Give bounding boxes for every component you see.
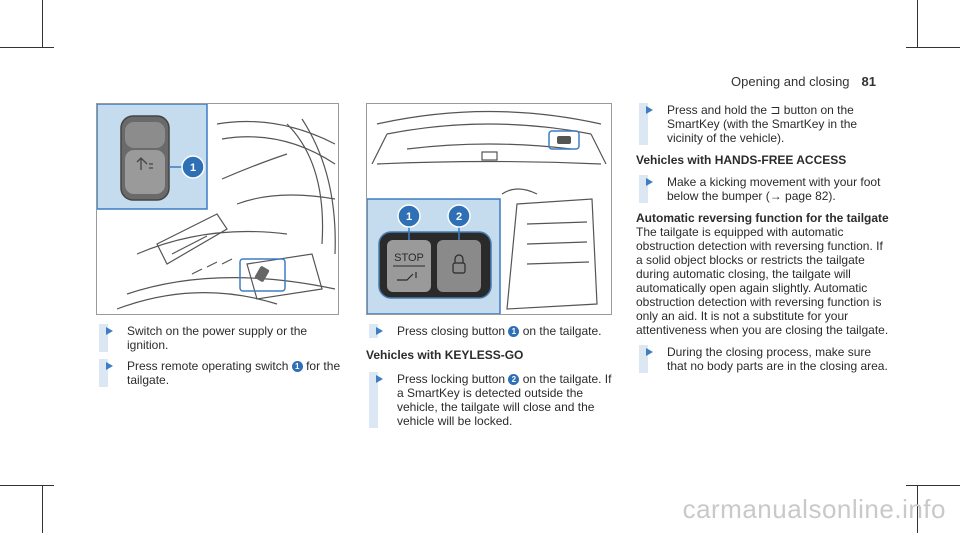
- arrow-icon: [106, 362, 113, 370]
- section-heading: Vehicles with HANDS-FREE ACCESS: [636, 153, 847, 167]
- crop-mark: [906, 485, 960, 486]
- section-title: Opening and closing: [731, 74, 850, 89]
- crop-mark: [42, 485, 43, 533]
- callout-2-label: 2: [456, 211, 462, 223]
- figure-tailgate-buttons: STOP 1 2: [366, 103, 612, 315]
- stop-label: STOP: [394, 252, 424, 264]
- step-text: on the tailgate. If a SmartKey is detect…: [397, 372, 612, 428]
- crop-mark: [917, 485, 918, 533]
- column-3: Press and hold the ⊐ button on the Smart…: [636, 103, 892, 373]
- step-text: Press remote operating switch: [127, 359, 289, 373]
- page-number: 81: [861, 74, 876, 89]
- callout-1-label: 1: [406, 211, 412, 223]
- step-text: Switch on the power supply or the igniti…: [127, 324, 308, 352]
- column-2: Press closing button 1 on the tailgate. …: [366, 324, 621, 428]
- step-text: Make a kicking movement with your foot b…: [667, 175, 881, 203]
- figure-door-switch: 1: [96, 103, 339, 315]
- callout-1-badge: 1: [291, 361, 303, 372]
- step-text: Press and hold the ⊐ button on the Smart…: [667, 103, 858, 145]
- column-1: Switch on the power supply or the igniti…: [96, 324, 346, 387]
- instruction-step: Make a kicking movement with your foot b…: [636, 175, 892, 203]
- arrow-icon: [646, 178, 653, 186]
- callout-1-marker: [397, 204, 421, 228]
- step-bar: [639, 175, 648, 203]
- body-paragraph: The tailgate is equipped with automatic …: [636, 225, 889, 337]
- step-bar: [99, 359, 108, 387]
- step-text: During the closing process, make sure th…: [667, 345, 888, 373]
- instruction-step: Press closing button 1 on the tailgate.: [366, 324, 621, 338]
- instruction-step: Switch on the power supply or the igniti…: [96, 324, 346, 352]
- callout-2-marker: [447, 204, 471, 228]
- instruction-step: Press remote operating switch 1 for the …: [96, 359, 346, 387]
- watermark: carmanualsonline.info: [682, 494, 946, 524]
- crop-mark: [906, 47, 960, 48]
- step-text: Press locking button: [397, 372, 506, 386]
- instruction-step: During the closing process, make sure th…: [636, 345, 892, 373]
- arrow-icon: [376, 375, 383, 383]
- instruction-step: Press and hold the ⊐ button on the Smart…: [636, 103, 892, 145]
- arrow-icon: [376, 327, 383, 335]
- step-bar: [369, 372, 378, 428]
- callout-2-badge: 2: [508, 374, 520, 385]
- section-heading: Vehicles with KEYLESS-GO: [366, 348, 524, 362]
- step-bar: [99, 324, 108, 352]
- arrow-icon: [106, 327, 113, 335]
- crop-mark: [0, 47, 54, 48]
- arrow-icon: [646, 106, 653, 114]
- section-heading: Automatic reversing function for the tai…: [636, 211, 889, 225]
- step-text: on the tailgate.: [522, 324, 602, 338]
- callout-1-label: 1: [190, 162, 196, 174]
- step-bar: [639, 345, 648, 373]
- crop-mark: [917, 0, 918, 48]
- step-bar: [639, 103, 648, 145]
- step-text: Press closing button: [397, 324, 506, 338]
- crop-mark: [42, 0, 43, 48]
- tailgate-illustration: STOP 1 2: [367, 110, 607, 314]
- arrow-icon: [646, 348, 653, 356]
- step-bar: [369, 324, 378, 338]
- step-text: for the tailgate.: [127, 359, 341, 387]
- crop-mark: [0, 485, 54, 486]
- callout-1-marker: [181, 155, 205, 179]
- page-header: Opening and closing 81: [731, 74, 876, 89]
- door-illustration: 1: [97, 104, 336, 310]
- callout-1-badge: 1: [508, 326, 520, 337]
- instruction-step: Press locking button 2 on the tailgate. …: [366, 372, 621, 428]
